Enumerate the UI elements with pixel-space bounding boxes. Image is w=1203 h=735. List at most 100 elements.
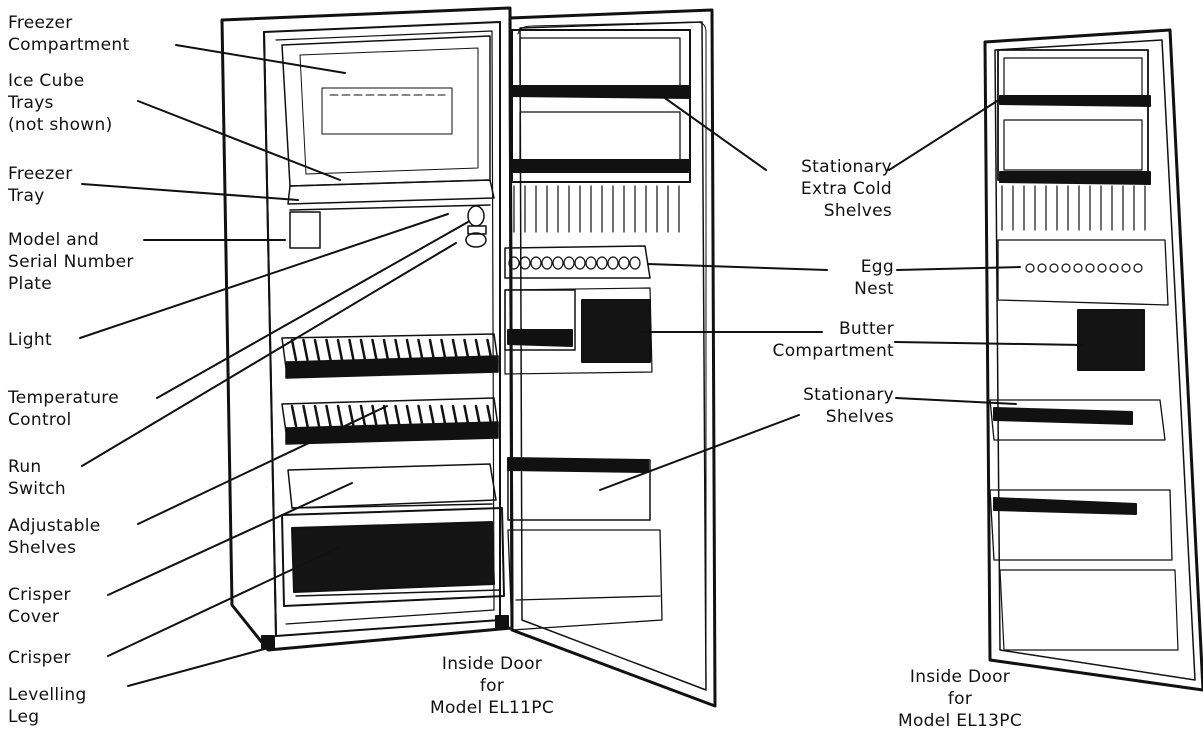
caption-el13pc-line2: for	[947, 689, 973, 709]
label-stationary-extra-cold-shelves-line1: Stationary	[801, 157, 892, 177]
crisper-cover-shape	[287, 463, 497, 509]
shelf-slat	[325, 338, 332, 362]
egg	[1073, 263, 1083, 273]
shelf-slat	[382, 338, 390, 362]
egg	[596, 256, 608, 270]
shelf-slat	[417, 338, 424, 362]
label-stationary-extra-cold-shelves-line3: Shelves	[823, 201, 892, 221]
label-crisper-cover-line1: Crisper	[8, 585, 71, 605]
shelf-slat	[440, 338, 447, 362]
label-run-switch-line2: Switch	[8, 479, 67, 499]
label-stationary-extra-cold-shelves: Stationary Extra Cold Shelves	[760, 156, 892, 222]
egg	[1109, 263, 1119, 273]
shelf-slat	[463, 404, 470, 428]
label-light-line1: Light	[8, 330, 52, 350]
shelf-slat	[382, 404, 390, 428]
label-crisper-line1: Crisper	[8, 648, 71, 668]
door-el13pc	[983, 28, 1203, 692]
label-model-serial-plate-line1: Model and	[8, 230, 100, 250]
caption-el13pc-line1: Inside Door	[909, 667, 1011, 687]
egg	[563, 256, 575, 270]
caption-el11pc-line2: for	[479, 676, 505, 696]
label-model-serial-plate-line3: Plate	[8, 274, 53, 294]
label-ice-cube-trays-line2: Trays	[8, 93, 54, 113]
shelf-slat	[348, 338, 355, 362]
shelf-slat	[417, 404, 424, 428]
egg	[1049, 263, 1059, 273]
shelf-slat	[359, 338, 367, 362]
egg	[618, 256, 630, 270]
egg	[629, 256, 641, 270]
shelf-slat	[290, 404, 298, 428]
label-model-serial-plate: Model and Serial Number Plate	[8, 229, 134, 295]
label-butter-compartment-line2: Compartment	[772, 341, 894, 361]
label-light: Light	[8, 329, 52, 351]
egg	[1037, 263, 1047, 273]
shelf-slat	[359, 404, 367, 428]
label-freezer-compartment-line2: Compartment	[8, 35, 130, 55]
label-ice-cube-trays-line3: (not shown)	[8, 115, 113, 135]
freezer-compartment-shape	[281, 35, 491, 187]
shelf-slat	[290, 338, 298, 362]
label-adjustable-shelves: Adjustable Shelves	[8, 515, 101, 559]
caption-el11pc-line3: Model EL11PC	[429, 698, 554, 718]
egg	[530, 256, 542, 270]
shelf-slat	[428, 338, 436, 362]
shelf-slat	[474, 404, 482, 428]
caption-el11pc-line1: Inside Door	[441, 654, 543, 674]
caption-el13pc-line3: Model EL13PC	[897, 711, 1022, 731]
label-crisper-cover: Crisper Cover	[8, 584, 71, 628]
label-model-serial-plate-line2: Serial Number	[8, 252, 134, 272]
egg	[607, 256, 619, 270]
shelf-slat	[394, 404, 401, 428]
leader-lines	[79, 44, 1084, 687]
label-ice-cube-trays-line1: Ice Cube	[8, 71, 85, 91]
caption-el11pc: Inside Door for Model EL11PC	[402, 653, 582, 719]
shelf-slat	[313, 338, 321, 362]
shelf-slat	[474, 338, 482, 362]
adjustable-shelves-shapes	[281, 333, 499, 445]
label-freezer-compartment-line1: Freezer	[8, 13, 73, 33]
caption-el13pc: Inside Door for Model EL13PC	[870, 666, 1050, 732]
levelling-leg-shape	[261, 615, 509, 649]
label-run-switch: Run Switch	[8, 456, 66, 500]
egg	[541, 256, 553, 270]
label-stationary-extra-cold-shelves-line2: Extra Cold	[800, 179, 892, 199]
label-adjustable-shelves-line1: Adjustable	[8, 516, 101, 536]
label-freezer-tray: Freezer Tray	[8, 163, 73, 207]
label-temperature-control-line2: Control	[8, 410, 72, 430]
label-crisper: Crisper	[8, 647, 71, 669]
shelf-slat	[451, 338, 459, 362]
label-freezer-tray-line1: Freezer	[8, 164, 73, 184]
shelf-slat	[405, 404, 413, 428]
label-stationary-shelves-line1: Stationary	[803, 385, 894, 405]
shelf-slat	[336, 404, 344, 428]
egg	[574, 256, 586, 270]
label-levelling-leg-line1: Levelling	[8, 685, 87, 705]
shelf-slat	[440, 404, 447, 428]
label-temperature-control-line1: Temperature	[8, 388, 119, 408]
shelf-slat	[302, 404, 309, 428]
label-freezer-tray-line2: Tray	[8, 186, 45, 206]
crisper-shape	[281, 507, 505, 607]
shelf-slat	[428, 404, 436, 428]
label-levelling-leg-line2: Leg	[8, 707, 40, 727]
egg	[508, 256, 520, 270]
label-levelling-leg: Levelling Leg	[8, 684, 87, 728]
shelf-slat	[302, 338, 309, 362]
label-butter-compartment: Butter Compartment	[740, 318, 894, 362]
label-egg-nest-line2: Nest	[854, 279, 894, 299]
label-freezer-compartment: Freezer Compartment	[8, 12, 129, 56]
egg	[1085, 263, 1095, 273]
egg	[1133, 263, 1143, 273]
shelf-slat	[313, 404, 321, 428]
label-stationary-shelves-line2: Shelves	[825, 407, 894, 427]
label-egg-nest-line1: Egg	[860, 257, 894, 277]
shelf-slat	[405, 338, 413, 362]
shelf-slat	[336, 338, 344, 362]
label-stationary-shelves: Stationary Shelves	[760, 384, 894, 428]
label-adjustable-shelves-line2: Shelves	[8, 538, 77, 558]
egg	[1121, 263, 1131, 273]
